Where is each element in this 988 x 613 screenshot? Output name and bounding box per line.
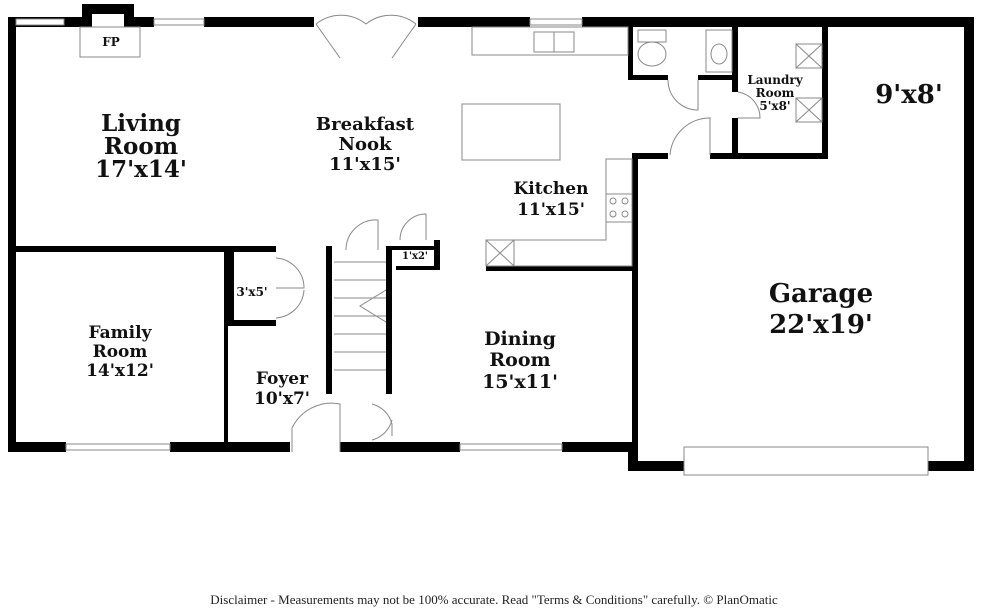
kitchen-label: Kitchen — [514, 179, 589, 199]
dining-room-label-1: Dining — [484, 328, 556, 350]
pantry-dims: 1'x2' — [402, 251, 428, 262]
family-room-label-2: Room — [93, 342, 148, 362]
room-labels: FP Living Room 17'x14' Breakfast Nook 11… — [86, 35, 943, 409]
family-room-label-1: Family — [89, 323, 153, 343]
breakfast-nook-label-1: Breakfast — [316, 114, 415, 135]
upper-right-dims: 9'x8' — [875, 80, 943, 110]
laundry-room-label-2: Room — [756, 86, 795, 100]
garage-label: Garage — [769, 279, 873, 309]
living-room-label-2: Room — [104, 133, 178, 160]
foyer-dims: 10'x7' — [254, 389, 310, 409]
kitchen-dims: 11'x15' — [517, 200, 585, 220]
closet-dims: 3'x5' — [236, 285, 267, 299]
family-room-dims: 14'x12' — [86, 361, 154, 381]
laundry-room-label-1: Laundry — [747, 73, 803, 87]
interior-walls — [16, 27, 828, 462]
dining-room-dims: 15'x11' — [482, 371, 558, 393]
living-room-label-1: Living — [101, 110, 181, 137]
laundry-room-dims: 5'x8' — [759, 99, 790, 113]
foyer-label: Foyer — [256, 369, 309, 389]
staircase — [334, 261, 387, 371]
breakfast-nook-dims: 11'x15' — [329, 154, 401, 175]
dining-room-label-2: Room — [489, 349, 550, 371]
exterior-walls — [8, 4, 974, 471]
breakfast-nook-label-2: Nook — [339, 134, 392, 155]
fixtures — [79, 26, 823, 371]
living-room-dims: 17'x14' — [95, 156, 187, 183]
garage-dims: 22'x19' — [769, 310, 873, 340]
fireplace-label: FP — [102, 35, 120, 49]
doors — [275, 14, 761, 452]
disclaimer-text: Disclaimer - Measurements may not be 100… — [210, 592, 778, 607]
windows — [15, 18, 929, 476]
